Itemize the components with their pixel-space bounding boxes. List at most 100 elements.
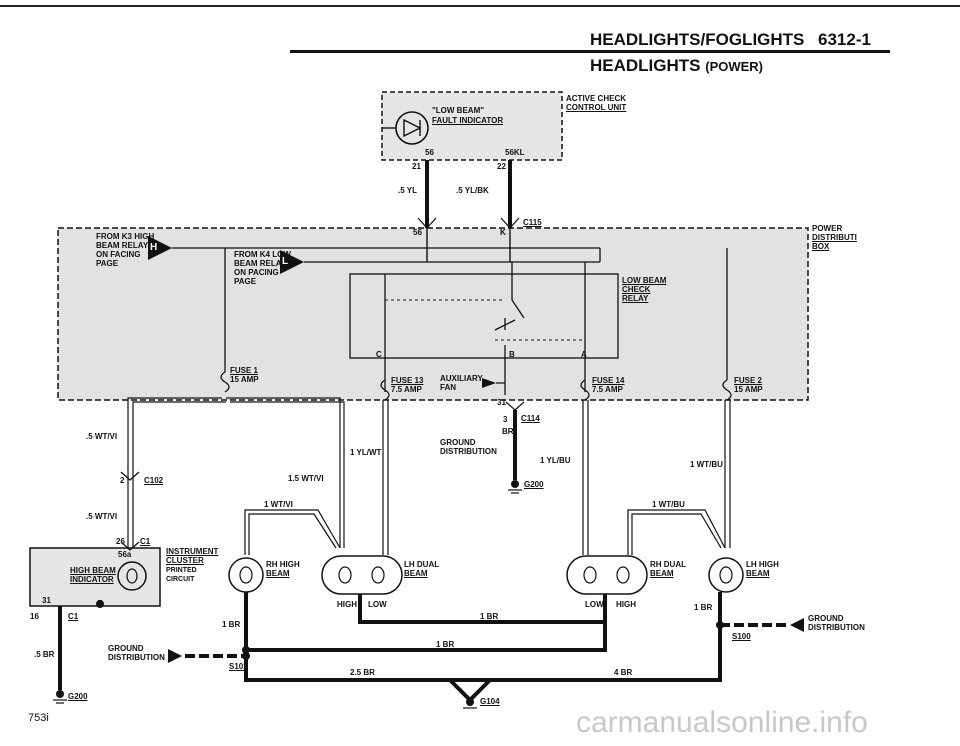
from-k3-label-4: PAGE — [96, 259, 119, 268]
rh-high-beam-label-1: RH HIGH — [266, 560, 300, 569]
active-check-unit-label-1: ACTIVE CHECK — [566, 94, 627, 103]
wire-1-yl-wt: 1 YL/WT — [350, 448, 382, 457]
power-box-label-3: BOX — [812, 242, 830, 251]
low-beam-check-relay — [349, 273, 619, 359]
rh-dual-beam-lamp-icon — [566, 555, 648, 595]
k3-input-arrow-icon — [148, 236, 172, 260]
relay-label-2: CHECK — [622, 285, 651, 294]
wire-1-br-d: 1 BR — [694, 603, 713, 612]
connector-c1-bottom: C1 — [68, 612, 79, 621]
lh-high-beam-label-2: BEAM — [746, 569, 770, 578]
high-beam-indicator-label-2: INDICATOR — [70, 575, 114, 584]
top-rule — [0, 5, 960, 7]
fault-indicator-lamp-icon — [382, 111, 429, 145]
arrow-l-letter: L — [282, 256, 289, 267]
ground-dist-left-2: DISTRIBUTION — [108, 653, 165, 662]
wire-label-5-yl: .5 YL — [398, 186, 417, 195]
from-k3-label-3: ON FACING — [96, 250, 141, 259]
lh-high-beam-label-1: LH HIGH — [746, 560, 779, 569]
fuse13-symbol — [380, 379, 390, 401]
fault-indicator-label-1: "LOW BEAM" — [432, 106, 485, 115]
wire-label-5-yl-bk: .5 YL/BK — [456, 186, 489, 195]
wire-1-br-c: 1 BR — [436, 640, 455, 649]
wire-1-5-wt-vi: 1.5 WT/VI — [288, 474, 324, 483]
fuse13-label: FUSE 13 — [391, 376, 424, 385]
fuse2-label: FUSE 2 — [734, 376, 763, 385]
active-check-pin-22: 22 — [497, 162, 506, 171]
fuse2-symbol — [722, 379, 732, 401]
rh-dual-beam-label-1: RH DUAL — [650, 560, 686, 569]
wire-1-wt-vi: 1 WT/VI — [264, 500, 293, 509]
pin-31-power: 31 — [497, 398, 506, 407]
wire-1-br-a: 1 BR — [222, 620, 241, 629]
pin-3: 3 — [503, 415, 508, 424]
connector-c1-top: C1 — [140, 537, 151, 546]
connector-s101: S101 — [229, 662, 248, 671]
connector-g200-bottom: G200 — [68, 692, 88, 701]
ground-dist-center-2: DISTRIBUTION — [440, 447, 497, 456]
active-check-pin-21: 21 — [412, 162, 421, 171]
from-k4-label-4: PAGE — [234, 277, 257, 286]
active-check-module-box — [381, 91, 563, 161]
k4-input-arrow-icon — [280, 250, 304, 274]
rh-high-beam-lamp-icon — [228, 557, 264, 593]
subtitle-sub: (POWER) — [705, 59, 764, 74]
header-rule — [290, 50, 890, 53]
power-box-label-2: DISTRIBUTI — [812, 233, 857, 242]
fault-indicator-label-2: FAULT INDICATOR — [432, 116, 504, 125]
wire-1-br-b: 1 BR — [480, 612, 499, 621]
page-title: HEADLIGHTS/FOGLIGHTS — [590, 30, 805, 49]
wire-1-yl-bu: 1 YL/BU — [540, 456, 571, 465]
lh-dual-beam-label-1: LH DUAL — [404, 560, 440, 569]
instrument-label-4: CIRCUIT — [166, 576, 195, 583]
ground-dist-center-1: GROUND — [440, 438, 476, 447]
rh-dual-beam-label-2: BEAM — [650, 569, 674, 578]
relay-pin-c: C — [376, 350, 382, 359]
wire-5-wt-vi-1: .5 WT/VI — [86, 432, 118, 441]
lamp-low-a: LOW — [368, 600, 387, 609]
relay-pin-a: A — [581, 350, 587, 359]
from-k3-label-1: FROM K3 HIGH — [96, 232, 155, 241]
wire-1-wt-bu-low: 1 WT/BU — [652, 500, 685, 509]
ground-dist-right-2: DISTRIBUTION — [808, 623, 865, 632]
connector-c102: C102 — [144, 476, 164, 485]
fuse14-amp: 7.5 AMP — [592, 385, 623, 394]
power-distribution-box — [57, 227, 809, 401]
aux-fan-label-2: FAN — [440, 383, 456, 392]
lh-dual-beam-lamp-icon — [321, 555, 403, 595]
fuse13-amp: 7.5 AMP — [391, 385, 422, 394]
wire-1-wt-bu-right: 1 WT/BU — [690, 460, 723, 469]
instrument-pin-56a: 56a — [118, 550, 132, 559]
relay-pin-56: 56 — [413, 228, 422, 237]
wire-5-br: .5 BR — [34, 650, 55, 659]
lamp-low-b: LOW — [585, 600, 604, 609]
instrument-label-1: INSTRUMENT — [166, 547, 219, 556]
connector-g200-center: G200 — [524, 480, 544, 489]
wire-2-5-br: 2.5 BR — [350, 668, 375, 677]
relay-label-3: RELAY — [622, 294, 649, 303]
lh-dual-beam-label-2: BEAM — [404, 569, 428, 578]
ground-dist-right-1: GROUND — [808, 614, 844, 623]
instrument-label-3: PRINTED — [166, 567, 197, 574]
wire-5-wt-vi-2: .5 WT/VI — [86, 512, 118, 521]
lamp-high-a: HIGH — [337, 600, 357, 609]
left-ground-arrow-icon — [168, 649, 182, 663]
fuse1-amp: 15 AMP — [230, 375, 259, 384]
from-k4-label-1: FROM K4 LOW — [234, 250, 291, 259]
high-beam-indicator-icon — [117, 561, 147, 591]
watermark: carmanualsonline.info — [576, 706, 868, 739]
connector-c115: C115 — [523, 218, 542, 227]
model-code: 753i — [28, 712, 49, 724]
high-beam-indicator-label-1: HIGH BEAM — [70, 566, 116, 575]
lh-high-beam-lamp-icon — [708, 557, 744, 593]
relay-label-1: LOW BEAM — [622, 276, 667, 285]
subtitle-main: HEADLIGHTS — [590, 56, 701, 75]
page-number: 6312-1 — [818, 30, 871, 49]
connector-s100: S100 — [732, 632, 751, 641]
connector-g104: G104 — [480, 697, 500, 706]
from-k4-label-2: BEAM RELAY — [234, 259, 287, 268]
lamp-high-b: HIGH — [616, 600, 636, 609]
fuse2-amp: 15 AMP — [734, 385, 763, 394]
active-check-unit-label-2: CONTROL UNIT — [566, 103, 627, 112]
arrow-h-letter: H — [150, 242, 158, 253]
